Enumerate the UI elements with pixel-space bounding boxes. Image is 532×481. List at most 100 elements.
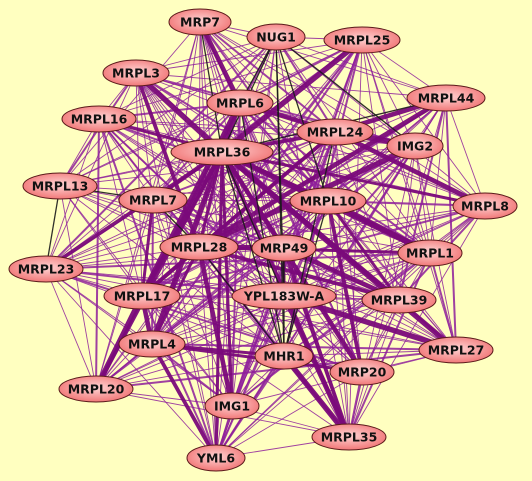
node-label: MRPL44: [418, 91, 475, 106]
node-label: MRPL25: [334, 33, 391, 48]
edge-NUG1-MRPL10: [275, 36, 329, 202]
edge-MRPL1-IMG1: [231, 252, 431, 407]
node-ellipse: [204, 392, 260, 420]
node-mrpl8[interactable]: MRPL8: [452, 192, 518, 220]
edge-MRPL1-MRPL20: [95, 252, 431, 390]
node-ellipse: [406, 84, 486, 112]
node-label: YPL183W-A: [243, 289, 325, 304]
node-mrpl44[interactable]: MRPL44: [406, 84, 486, 112]
node-ellipse: [103, 282, 181, 310]
node-mrpl28[interactable]: MRPL28: [159, 233, 239, 261]
node-label: MRPL35: [321, 430, 378, 445]
edge-MRPL13-MRPL20: [59, 185, 97, 390]
node-ypl183w-a[interactable]: YPL183W-A: [231, 282, 337, 310]
node-img2[interactable]: IMG2: [386, 132, 444, 160]
node-mrpl13[interactable]: MRPL13: [22, 172, 98, 200]
node-ellipse: [251, 234, 317, 262]
node-mrpl36[interactable]: MRPL36: [170, 138, 274, 166]
node-mrpl39[interactable]: MRPL39: [361, 286, 437, 314]
node-ellipse: [289, 187, 367, 215]
edge-MRPL4-YML6: [150, 342, 218, 460]
node-mrp20[interactable]: MRP20: [329, 358, 395, 386]
edge-MRPL23-MRPL27: [45, 268, 457, 351]
edge-MRP7-MRPL6: [197, 19, 243, 106]
edge-MRPL1-MHR1: [283, 252, 431, 357]
node-label: MRPL16: [71, 112, 128, 127]
edge-MRPL23-MRPL39: [45, 268, 400, 301]
node-mrpl6[interactable]: MRPL6: [206, 89, 274, 117]
edge-MRPL23-MRPL20: [45, 268, 97, 390]
node-ellipse: [254, 342, 314, 370]
node-label: MRP49: [260, 241, 309, 256]
edge-MRPL8-MRPL24: [332, 129, 488, 209]
node-label: NUG1: [256, 30, 296, 45]
node-mhr1[interactable]: MHR1: [254, 342, 314, 370]
node-nug1[interactable]: NUG1: [246, 23, 306, 51]
node-label: MRPL3: [112, 66, 160, 81]
edge-MRPL25-MRPL8: [361, 39, 486, 207]
edge-MRPL6-MRPL13: [59, 102, 241, 187]
node-mrpl35[interactable]: MRPL35: [311, 423, 387, 451]
edge-MRPL44-MRPL23: [45, 97, 447, 270]
node-label: MRPL13: [32, 179, 89, 194]
node-mrpl24[interactable]: MRPL24: [296, 118, 374, 146]
node-label: MHR1: [263, 349, 304, 364]
edge-MRPL16-MRPL17: [98, 118, 143, 297]
edge-MRPL6-MRPL8: [239, 102, 486, 207]
edge-YPL183W-A-MRPL20: [95, 295, 285, 390]
node-mrpl25[interactable]: MRPL25: [323, 26, 401, 54]
edge-MRPL16-MRPL7: [98, 118, 154, 201]
node-ellipse: [397, 239, 463, 267]
node-mrpl3[interactable]: MRPL3: [102, 59, 170, 87]
node-mrpl7[interactable]: MRPL7: [118, 186, 188, 214]
node-mrp7[interactable]: MRP7: [168, 8, 232, 36]
edge-IMG2-MRPL23: [45, 145, 416, 270]
node-label: IMG1: [214, 399, 250, 414]
node-label: MRPL28: [171, 240, 228, 255]
node-label: MRPL1: [406, 246, 454, 261]
node-label: MRP20: [338, 365, 387, 380]
node-label: MRPL24: [307, 125, 364, 140]
node-ellipse: [61, 105, 137, 133]
edge-MRP20-YML6: [215, 371, 363, 459]
edge-MRPL44-MRPL28: [196, 95, 449, 250]
node-mrpl20[interactable]: MRPL20: [58, 375, 134, 403]
edge-MRPL44-MRPL8: [445, 97, 486, 207]
node-mrpl10[interactable]: MRPL10: [289, 187, 367, 215]
edge-MRPL3-MRPL23: [45, 72, 137, 270]
node-img1[interactable]: IMG1: [204, 392, 260, 420]
edge-MRPL3-MRPL7: [135, 72, 154, 201]
node-label: MRPL23: [18, 262, 75, 277]
edge-MRPL3-MRPL10: [135, 72, 329, 202]
edge-IMG2-MRPL1: [414, 145, 431, 254]
edge-MRPL1-MRPL35: [348, 252, 431, 438]
edge-MRP7-MRPL8: [199, 21, 486, 207]
node-mrp49[interactable]: MRP49: [251, 234, 317, 262]
node-mrpl4[interactable]: MRPL4: [118, 330, 186, 358]
edge-MRPL36-MRPL8: [220, 150, 487, 208]
node-ellipse: [231, 282, 337, 310]
node-mrpl1[interactable]: MRPL1: [397, 239, 463, 267]
node-yml6[interactable]: YML6: [186, 444, 246, 472]
edge-MRPL44-MRPL27: [445, 97, 457, 351]
node-mrpl23[interactable]: MRPL23: [8, 255, 84, 283]
edge-MRPL25-MRPL27: [361, 39, 457, 351]
node-label: MRPL20: [68, 382, 125, 397]
edge-MRPL7-MRPL17: [140, 198, 155, 298]
edge-MRP7-MRPL24: [199, 21, 336, 133]
edge-MRPL44-MRPL1: [429, 97, 447, 254]
edge-MRPL36-YPL183W-A: [221, 151, 285, 297]
node-label: MRPL39: [371, 293, 428, 308]
node-label: YML6: [196, 451, 235, 466]
node-label: MRPL4: [128, 337, 176, 352]
edge-MRPL25-MRPL20: [95, 39, 363, 390]
node-label: IMG2: [397, 139, 433, 154]
edge-IMG2-YPL183W-A: [283, 145, 416, 297]
edge-MRP7-MRPL13: [59, 21, 201, 187]
edge-MRPL6-MRPL17: [139, 100, 243, 299]
edge-MRPL25-MRPL4: [151, 39, 363, 345]
node-mrpl27[interactable]: MRPL27: [418, 336, 494, 364]
node-mrpl16[interactable]: MRPL16: [61, 105, 137, 133]
node-mrpl17[interactable]: MRPL17: [103, 282, 181, 310]
